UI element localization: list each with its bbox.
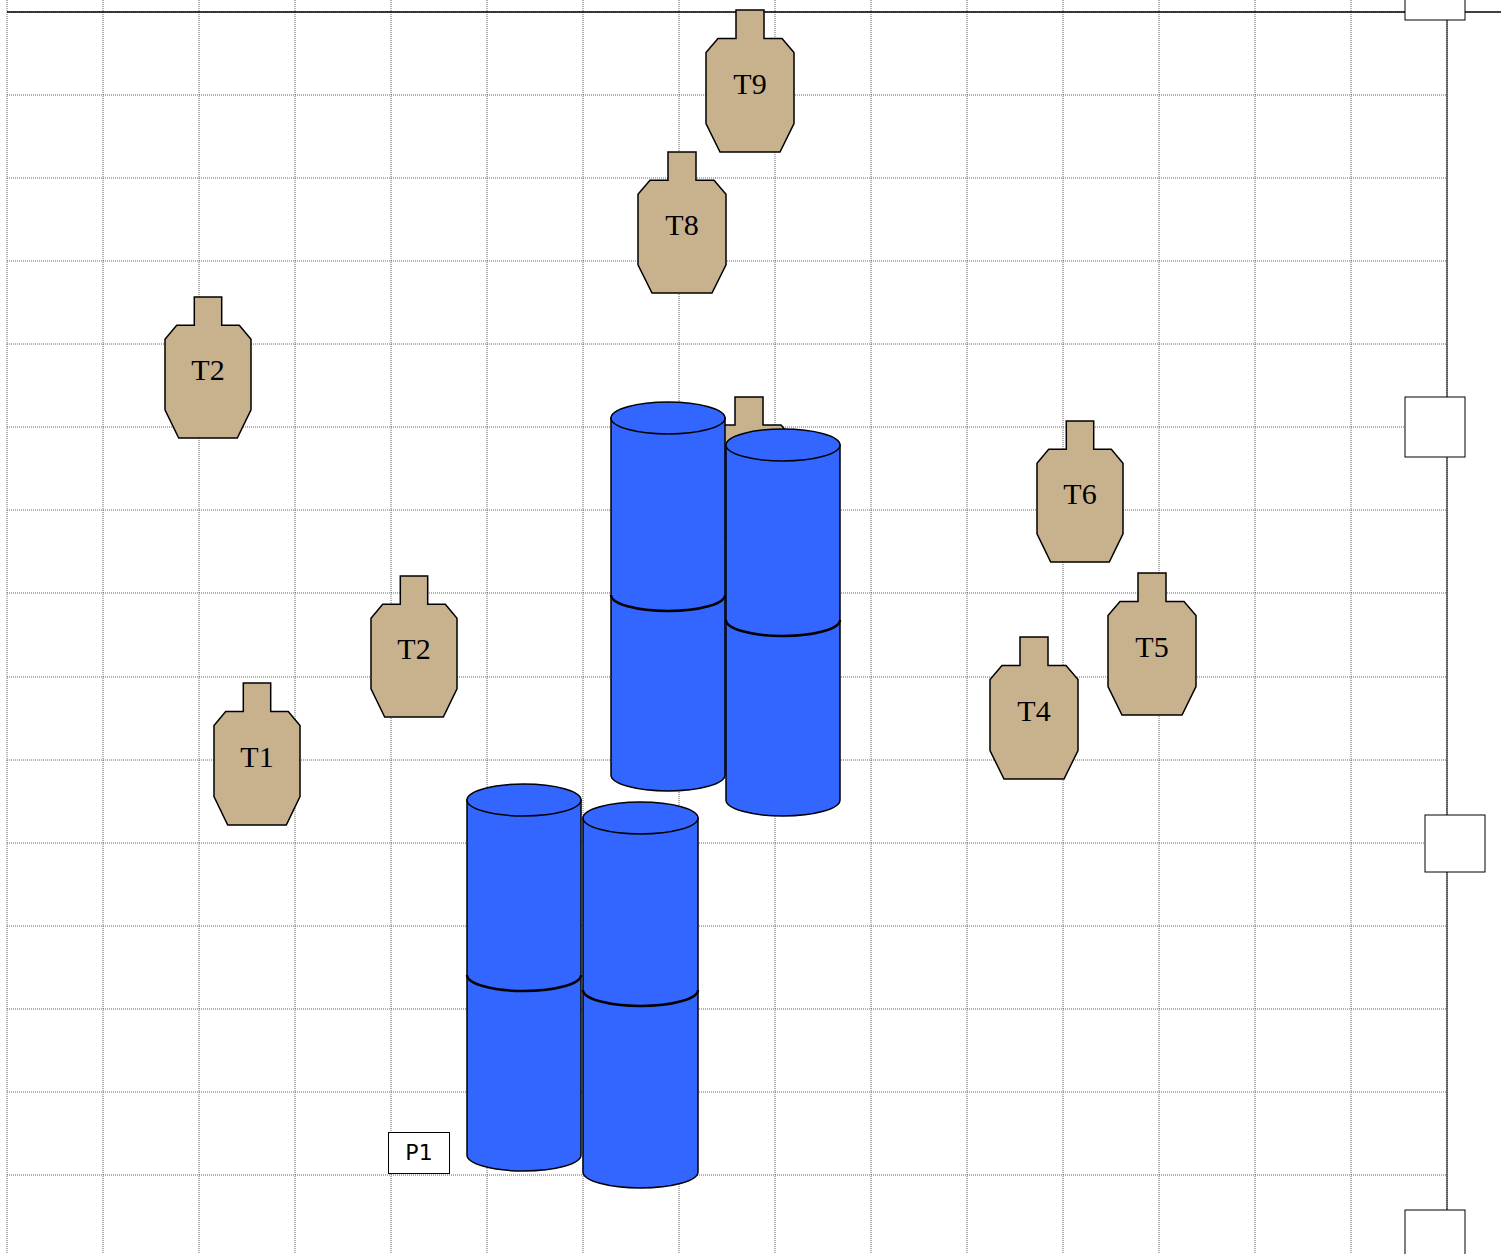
target-silhouette: T2 [371,576,457,717]
barrel-stack [611,402,725,791]
grid-line [7,261,1447,262]
grid-line [1255,0,1256,1254]
marker-square [1405,0,1465,20]
barrel-top [726,429,840,461]
grid-line [7,1175,1447,1176]
barrel-seam [726,620,840,636]
barrel-top [467,784,581,816]
barrel-seam [467,975,581,991]
barrel-stack [583,802,698,1188]
target-shape [990,637,1078,779]
target-label: T5 [1108,630,1196,664]
target-silhouette: T4 [990,637,1078,779]
marker-square [1425,815,1485,872]
position-label: P1 [405,1140,432,1166]
barrel-body [611,418,725,791]
barrel-body [726,445,840,816]
grid-line [967,0,968,1254]
grid-line [1063,0,1064,1254]
start-position-box: P1 [388,1132,450,1174]
grid-line [7,926,1447,927]
target-shape [638,152,726,293]
grid-line [7,843,1447,844]
target-shape [214,683,300,825]
marker-square [1405,397,1465,457]
grid-line [7,0,8,1254]
grid-line [871,0,872,1254]
grid-line [295,0,296,1254]
target-silhouette: T9 [706,10,794,152]
target-silhouette: T6 [1037,421,1123,562]
barrel-body [583,818,698,1188]
grid-line [103,0,104,1254]
barrel-seam [583,990,698,1006]
target-shape [706,10,794,152]
target-label: T1 [214,740,300,774]
target-shape [371,576,457,717]
target-shape [165,297,251,438]
target-silhouette: T8 [638,152,726,293]
barrel-stack [726,429,840,816]
target-shape [1037,421,1123,562]
barrel-top [611,402,725,434]
target-label: T2 [371,632,457,666]
grid-line [199,0,200,1254]
grid-line [1447,0,1448,1254]
target-silhouette: T5 [1108,573,1196,715]
grid-line [7,1009,1447,1010]
grid-line [7,1092,1447,1093]
border-line [1447,0,1448,1254]
barrel-stack [467,784,581,1171]
floor-grid [7,0,1501,1254]
target-label: T9 [706,67,794,101]
target-silhouette: T1 [214,683,300,825]
target-label: T8 [638,208,726,242]
barrel-seam [611,595,725,611]
grid-line [1351,0,1352,1254]
target-label: T4 [990,694,1078,728]
grid-line [7,178,1447,179]
barrel-body [467,800,581,1171]
target-shape [1108,573,1196,715]
target-label: T6 [1037,477,1123,511]
target-label: T2 [165,353,251,387]
barrel-top [583,802,698,834]
target-silhouette: T2 [165,297,251,438]
marker-square [1405,1210,1465,1254]
